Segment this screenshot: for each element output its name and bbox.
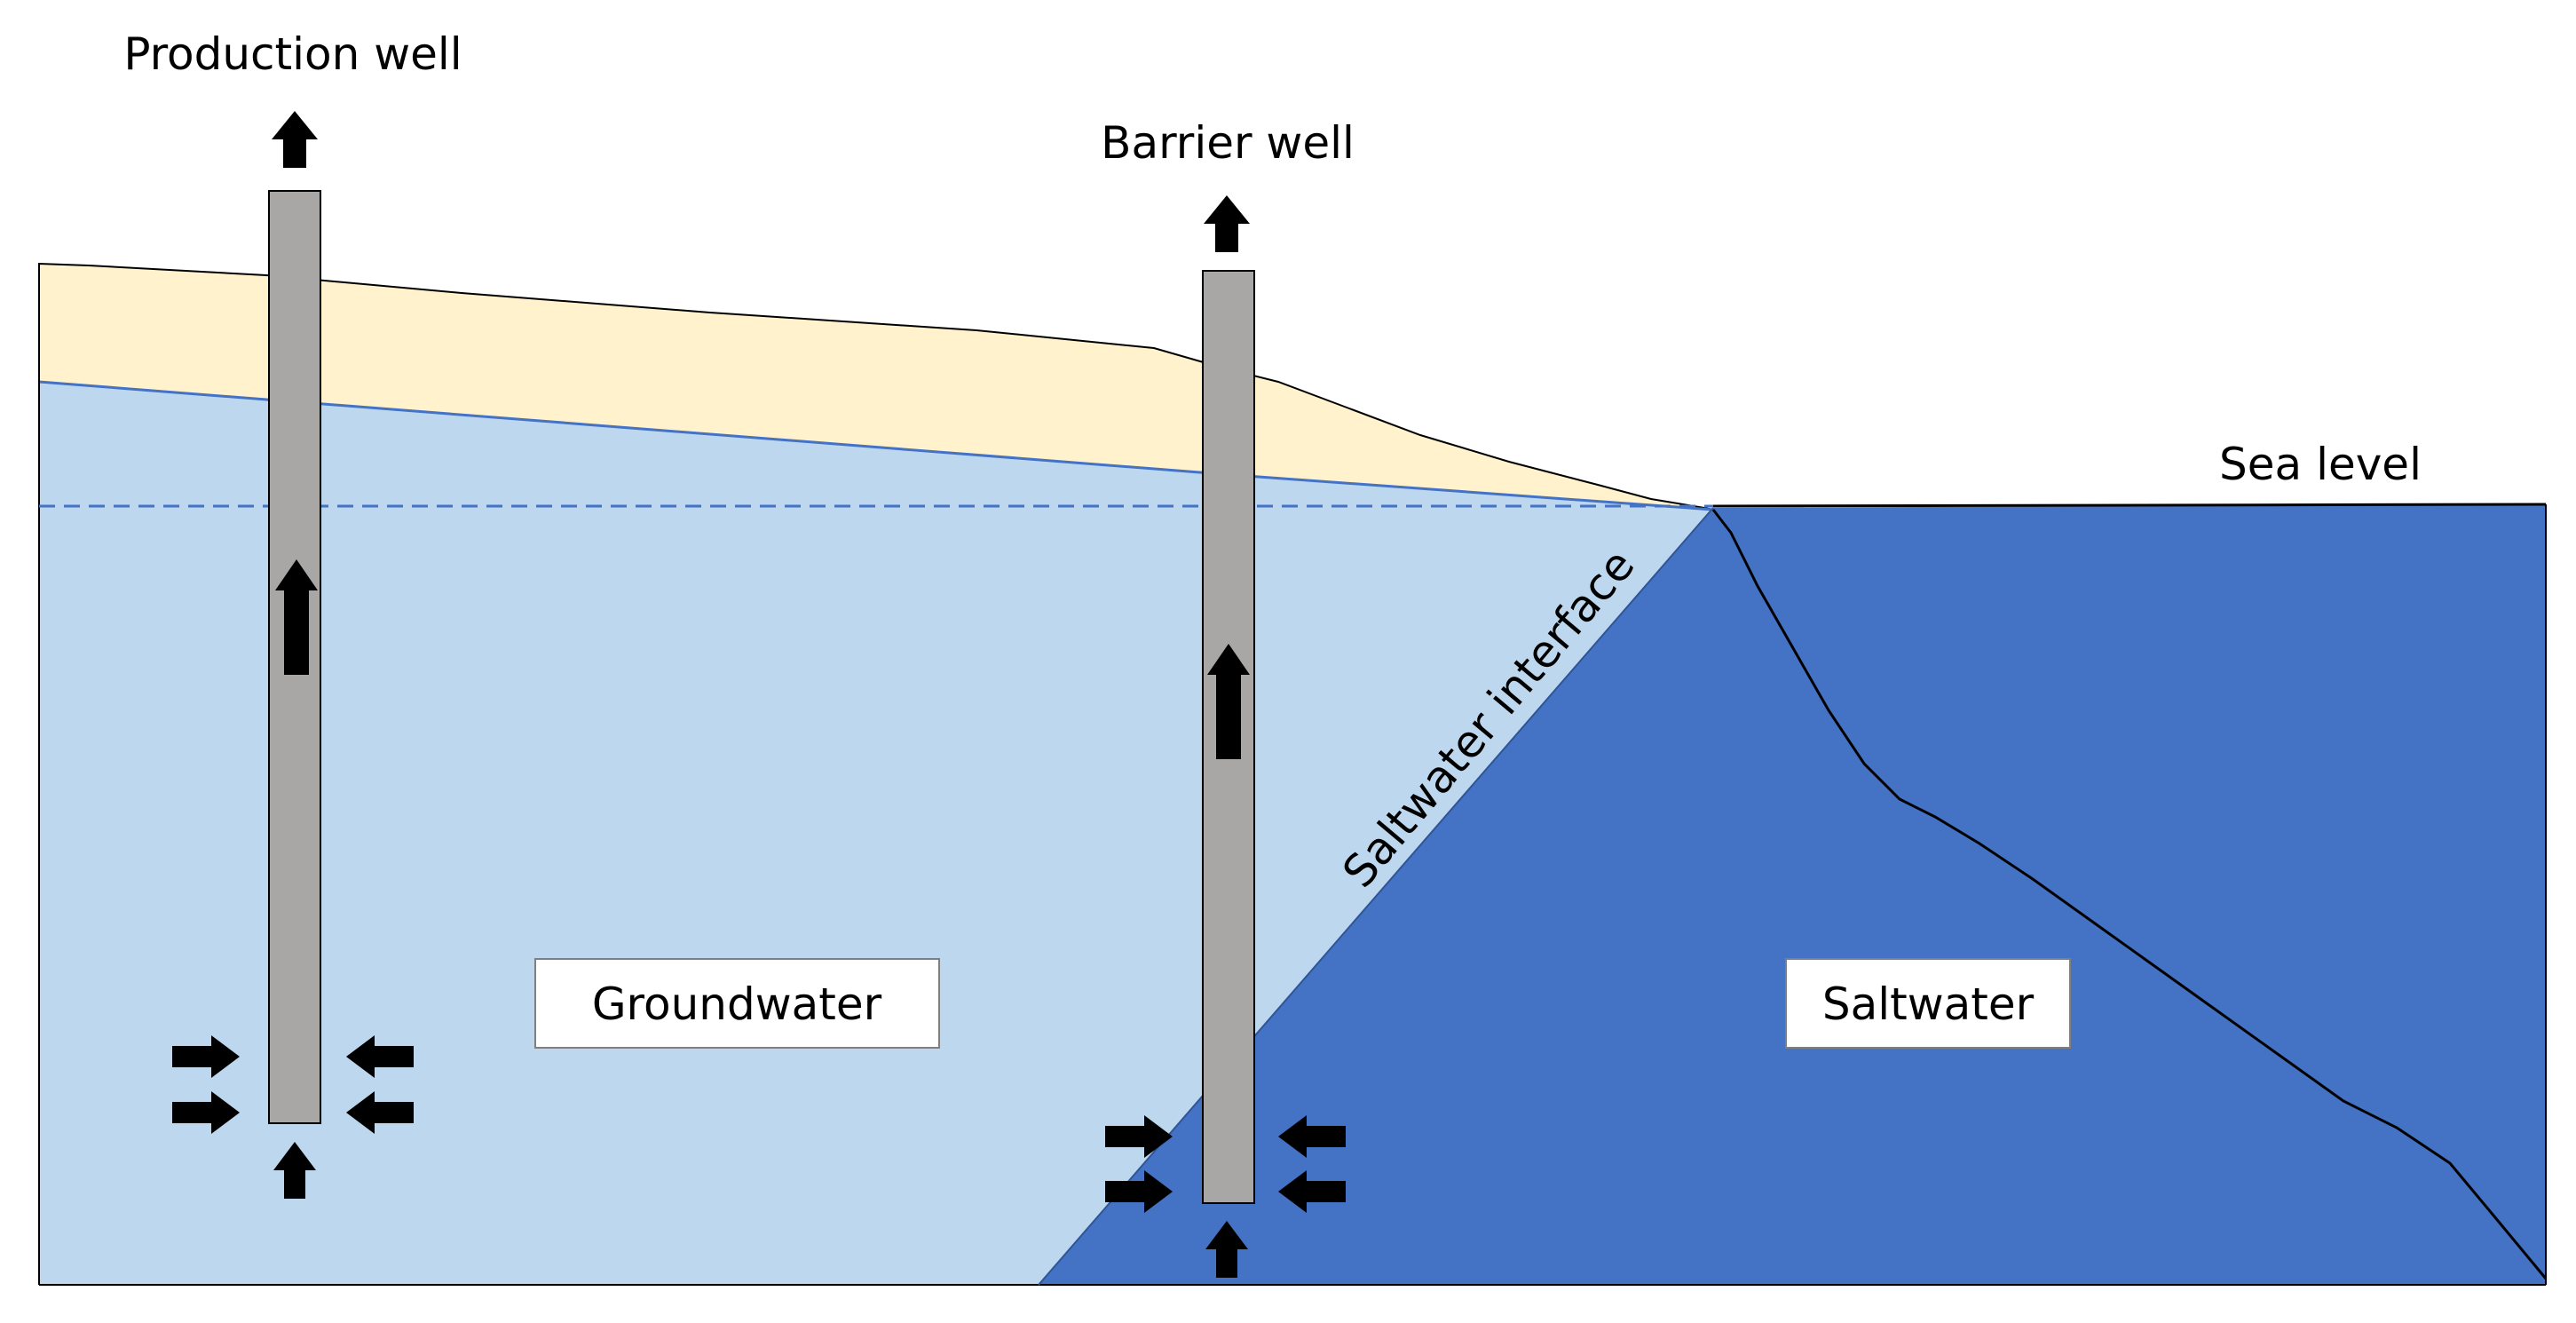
saltwater-interface-line [1038,507,1714,1286]
saltwater-region [1039,504,2546,1285]
barrier-well-label: Barrier well [1101,117,1355,169]
production-well-inner-arrow-icon [275,559,318,675]
production-well-inflow-right-arrow-icon [172,1091,240,1134]
saltwater-label: Saltwater [1822,978,2035,1030]
barrier-well-inner-arrow-icon [1207,644,1250,759]
production-well-inflow-left-arrow-icon [346,1035,414,1078]
groundwater-label-box [534,958,940,1049]
groundwater-region [39,382,1713,1285]
sea-floor-line [1711,509,2548,1279]
sea-surface-line [1712,503,2547,508]
production-well-top-arrow-icon [272,111,318,168]
production-well-label: Production well [123,28,462,80]
barrier-well-inflow-left-arrow-icon [1278,1170,1346,1213]
barrier-well-inflow-right-arrow-icon [1105,1170,1173,1213]
saltwater-label-box [1785,958,2071,1049]
barrier-well-inflow-right-arrow-icon [1105,1115,1173,1158]
production-well-inflow-left-arrow-icon [346,1091,414,1134]
barrier-well-top-arrow-icon [1204,195,1250,252]
production-well-bottom-arrow-icon [273,1142,316,1199]
production-well-inflow-right-arrow-icon [172,1035,240,1078]
groundwater-label: Groundwater [592,978,882,1030]
barrier-well-bottom-arrow-icon [1205,1221,1248,1278]
barrier-well-inflow-left-arrow-icon [1278,1115,1346,1158]
sea-level-label: Sea level [2219,439,2422,490]
